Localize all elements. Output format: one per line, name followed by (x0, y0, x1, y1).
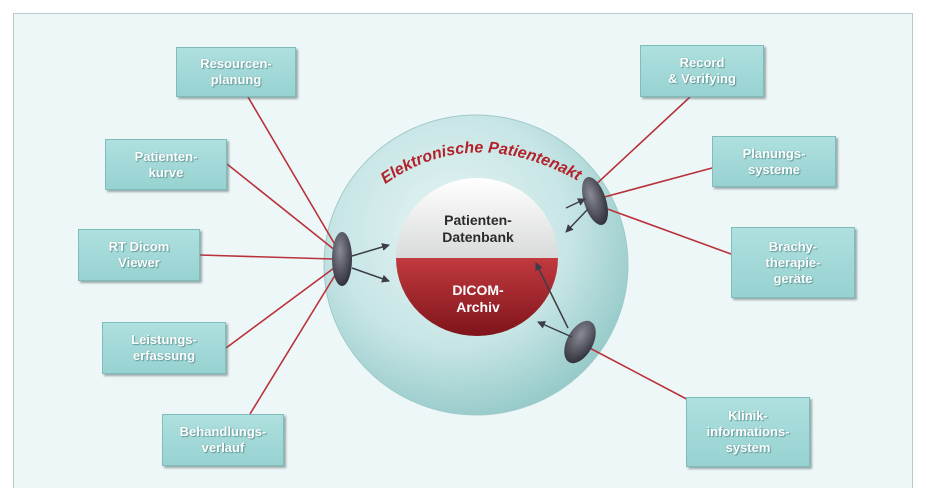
connector-arrows (351, 198, 589, 338)
node-behandlungsverlauf: Behandlungs- verlauf (162, 414, 284, 466)
link-ressourcenplanung (247, 96, 338, 249)
node-record-verifying: Record & Verifying (640, 45, 764, 97)
node-behandlungsverlauf-label: Behandlungs- verlauf (179, 424, 267, 455)
link-behandlungsverlauf (249, 271, 338, 415)
arrow-bottom-right-to-archive (537, 321, 573, 338)
node-planungssysteme: Planungs- systeme (712, 136, 836, 187)
db-label: Patienten- Datenbank (442, 212, 514, 245)
node-brachytherapiegeraete-label: Brachy- therapie- geräte (765, 238, 821, 286)
link-patientenkurve (226, 163, 337, 252)
node-leistungserfassung-label: Leistungs- erfassung (131, 332, 197, 363)
node-klinikinformationssystem-label: Klinik- informations- system (706, 408, 790, 455)
node-planungssysteme-label: Planungs- systeme (742, 145, 806, 177)
db-upper-half (396, 178, 558, 258)
archive-label: DICOM- Archiv (452, 282, 504, 315)
node-record-verifying-label: Record & Verifying (668, 55, 736, 86)
link-record-verifying (590, 96, 691, 190)
right-bottom-connector-disc (564, 320, 596, 364)
node-klinikinformationssystem: Klinik- informations- system (686, 397, 810, 467)
db-lower-half (396, 258, 558, 336)
arrow-left-to-archive (351, 267, 390, 283)
arrow-bottom-right-up (535, 262, 569, 329)
right-top-connector-disc (581, 176, 609, 226)
node-ressourcenplanung: Resourcen- planung (176, 47, 296, 97)
link-brachytherapie (601, 206, 732, 255)
arrow-top-right-to-db (565, 208, 589, 233)
node-rt-dicom-viewer-label: RT Dicom Viewer (108, 239, 170, 270)
link-lines (199, 96, 732, 415)
link-leistungserfassung (225, 267, 335, 349)
node-patientenkurve: Patienten- kurve (105, 139, 227, 190)
node-brachytherapiegeraete: Brachy- therapie- geräte (731, 227, 855, 298)
arrow-left-to-db (351, 243, 390, 257)
arrow-disc-to-top-right (565, 198, 586, 209)
node-rt-dicom-viewer: RT Dicom Viewer (78, 229, 200, 281)
link-rt-dicom-viewer (199, 254, 334, 260)
node-patientenkurve-label: Patienten- kurve (134, 148, 198, 180)
left-connector-disc (332, 232, 352, 286)
link-planungssysteme (596, 167, 713, 200)
node-ressourcenplanung-label: Resourcen- planung (200, 56, 272, 87)
node-leistungserfassung: Leistungs- erfassung (102, 322, 226, 374)
